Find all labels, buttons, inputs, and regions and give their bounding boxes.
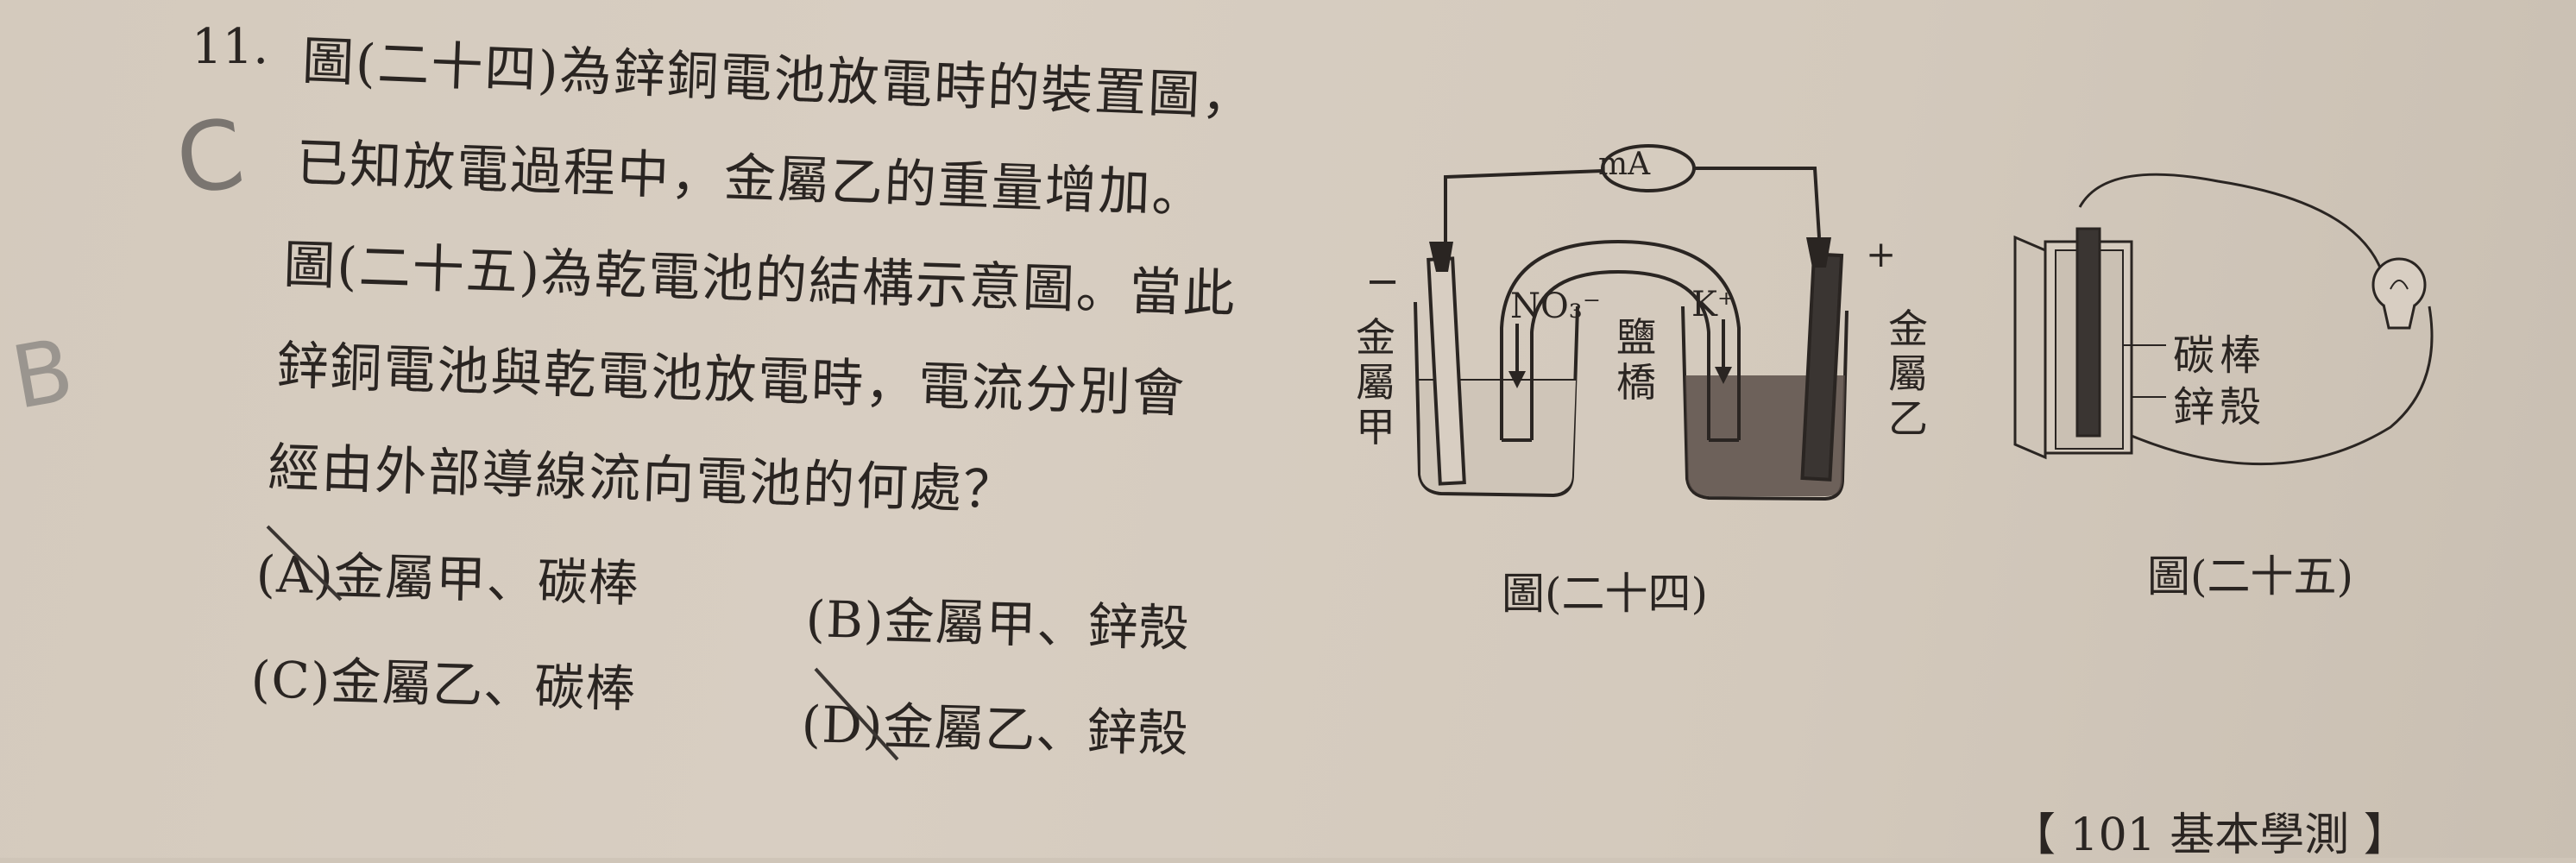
salt-bridge-label: 鹽橋 — [1616, 314, 1656, 406]
zinc-shell-label: 鋅殼 — [2173, 383, 2267, 432]
option-b[interactable]: (B)金屬甲、鋅殼 — [804, 589, 1191, 658]
question-number: 11. — [192, 19, 269, 75]
ion-left-label: NO₃⁻ — [1510, 287, 1601, 326]
figure-24-caption: 圖(二十四) — [1502, 569, 1709, 619]
option-c[interactable]: (C)金屬乙、碳棒 — [249, 649, 638, 719]
meter-label: mA — [1598, 147, 1651, 182]
minus-sign: − — [1365, 257, 1401, 306]
ammeter — [1601, 144, 1696, 192]
electrode-left-label: 金屬甲 — [1356, 314, 1395, 450]
light-bulb-icon — [2371, 257, 2427, 330]
carbon-rod-label: 碳棒 — [2173, 331, 2267, 380]
source-tag: 【 101 基本學測 】 — [2011, 809, 2409, 861]
plus-sign: + — [1866, 233, 1897, 275]
figure-25-caption: 圖(二十五) — [2147, 551, 2354, 602]
cross-out-option-d — [814, 667, 899, 761]
figure-24-diagram — [1414, 144, 1849, 501]
figure-25-diagram — [2013, 173, 2434, 466]
cross-out-option-a — [266, 525, 343, 602]
ion-right-label: K⁺ — [1691, 285, 1735, 324]
carbon-rod — [2075, 227, 2101, 438]
electrode-right-label: 金屬乙 — [1888, 306, 1928, 442]
